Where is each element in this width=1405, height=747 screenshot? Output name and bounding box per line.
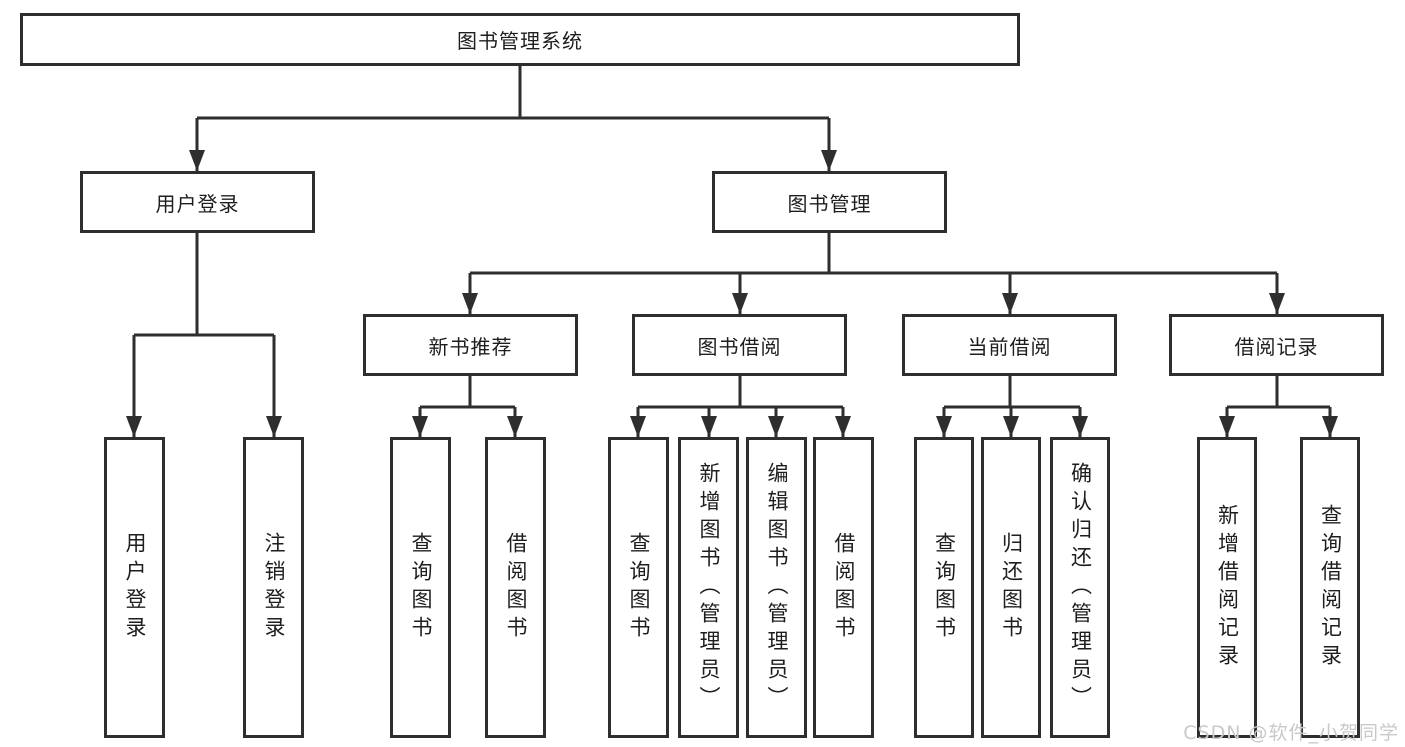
node-label: 归还图书 [999, 531, 1024, 644]
node-label: 借阅图书 [832, 531, 856, 644]
node-label: 当前借阅 [967, 334, 1052, 359]
node-new-book-recommendation: 新书推荐 [363, 314, 578, 376]
leaf-nbr-query-books: 查询图书 [390, 437, 451, 738]
node-label: 编辑图书（管理员） [765, 461, 789, 714]
leaf-br-query-record: 查询借阅记录 [1300, 437, 1360, 738]
node-label: 图书管理 [787, 191, 872, 216]
node-label: 图书借阅 [697, 334, 782, 359]
leaf-logout-login: 注销登录 [243, 437, 304, 738]
node-book-management: 图书管理 [712, 171, 947, 233]
node-label: 确认归还（管理员） [1068, 461, 1093, 714]
node-library-management-system: 图书管理系统 [20, 13, 1020, 66]
watermark-text: CSDN @软件_小贺同学 [1183, 722, 1399, 744]
leaf-cb-return-books: 归还图书 [981, 437, 1041, 738]
node-label: 新书推荐 [428, 334, 513, 359]
node-label: 查询图书 [409, 531, 433, 644]
leaf-nbr-borrow-books: 借阅图书 [485, 437, 546, 738]
leaf-bb-query-books: 查询图书 [608, 437, 669, 738]
node-label: 注销登录 [262, 531, 286, 644]
leaf-user-login: 用户登录 [104, 437, 165, 738]
node-label: 查询图书 [932, 531, 957, 644]
node-label: 查询图书 [627, 531, 651, 644]
node-book-borrowing: 图书借阅 [632, 314, 847, 376]
leaf-bb-borrow-books: 借阅图书 [813, 437, 874, 738]
node-label: 新增图书（管理员） [697, 461, 721, 714]
leaf-cb-confirm-return-admin: 确认归还（管理员） [1050, 437, 1110, 738]
node-label: 查询借阅记录 [1318, 503, 1343, 672]
leaf-cb-query-books: 查询图书 [914, 437, 974, 738]
node-current-borrowing: 当前借阅 [902, 314, 1117, 376]
node-label: 借阅图书 [504, 531, 528, 644]
node-label: 新增借阅记录 [1215, 503, 1240, 672]
node-label: 图书管理系统 [457, 29, 583, 53]
node-label: 用户登录 [123, 531, 147, 644]
node-borrowing-records: 借阅记录 [1169, 314, 1384, 376]
leaf-bb-edit-books-admin: 编辑图书（管理员） [746, 437, 807, 738]
leaf-bb-add-books-admin: 新增图书（管理员） [678, 437, 739, 738]
node-label: 借阅记录 [1234, 334, 1319, 359]
node-user-login: 用户登录 [80, 171, 315, 233]
leaf-br-add-record: 新增借阅记录 [1197, 437, 1257, 738]
node-label: 用户登录 [155, 191, 240, 216]
